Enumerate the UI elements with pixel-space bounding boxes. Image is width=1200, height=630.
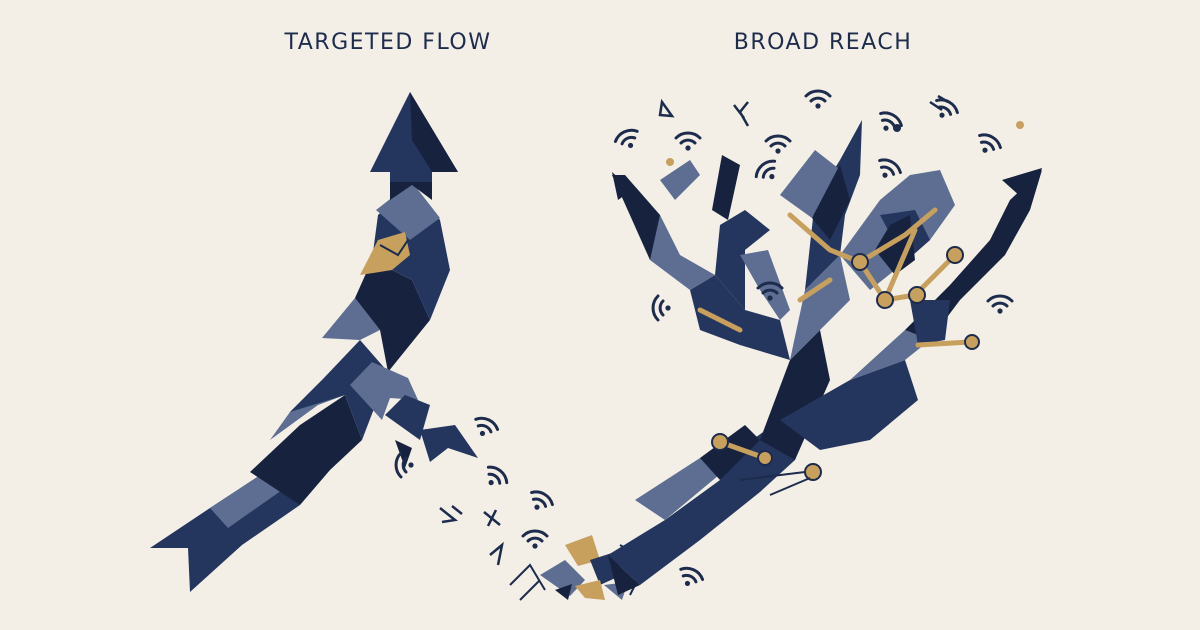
shard-icon xyxy=(489,541,504,566)
targeted-flow-title: TARGETED FLOW xyxy=(284,30,492,55)
arrow-segment xyxy=(376,182,440,240)
node-dot-icon xyxy=(1016,121,1024,129)
wifi-signal-icon xyxy=(478,461,512,494)
wifi-signal-icon xyxy=(764,134,792,156)
wifi-signal-icon xyxy=(871,154,905,185)
shard-icon xyxy=(439,505,463,524)
node-dot-icon xyxy=(666,158,674,166)
branch-segment xyxy=(910,300,950,345)
shard-icon xyxy=(658,98,675,118)
node-dot-icon xyxy=(908,286,926,304)
branch-segment xyxy=(850,330,930,380)
fragment xyxy=(350,362,418,420)
branch-segment xyxy=(690,275,790,360)
arrow-head xyxy=(1002,168,1042,205)
branch-segment xyxy=(812,165,850,240)
wifi-signal-icon xyxy=(674,131,702,153)
trunk-segment xyxy=(760,330,830,460)
node-dot-icon xyxy=(757,450,773,466)
trunk-segment xyxy=(608,420,795,585)
branch-segment xyxy=(612,175,660,260)
trunk-segment xyxy=(790,255,850,360)
wifi-signal-icon xyxy=(804,89,832,111)
node-dot-icon xyxy=(876,291,894,309)
node-dot-icon xyxy=(804,463,822,481)
arrow-segment xyxy=(355,260,430,372)
arrow-segment xyxy=(250,395,362,505)
wifi-signal-icon xyxy=(751,155,785,188)
trunk-segment xyxy=(700,425,760,480)
branch-segment xyxy=(780,360,918,450)
node-dot-icon xyxy=(851,253,869,271)
node-dot-icon xyxy=(964,334,980,350)
branch-segment xyxy=(780,150,838,218)
broad-reach-title: BROAD REACH xyxy=(733,30,913,55)
arrow-segment xyxy=(210,470,285,528)
fragment xyxy=(385,395,430,440)
wifi-signal-icon xyxy=(523,486,557,517)
shard-icon xyxy=(733,101,750,127)
branch-segment xyxy=(715,210,770,310)
arrow-segment xyxy=(390,178,432,200)
wifi-signal-icon xyxy=(986,294,1014,316)
node-dot-icon xyxy=(946,246,964,264)
fragment xyxy=(420,425,478,462)
branch-segment xyxy=(660,160,700,200)
branch-segment xyxy=(712,155,740,220)
wifi-signal-icon xyxy=(971,129,1005,160)
broad-reach-tree xyxy=(608,120,1042,595)
trunk-segment xyxy=(608,555,640,595)
wifi-signal-icon xyxy=(872,107,906,138)
targeted-flow-arrow xyxy=(150,92,478,592)
wifi-signal-icon xyxy=(651,294,673,322)
wifi-signal-icon xyxy=(521,529,549,551)
trunk-segment xyxy=(635,458,725,520)
node-dot-icon xyxy=(711,433,729,451)
shard-icon xyxy=(483,509,501,527)
arrow-segment xyxy=(322,298,380,340)
branch-segment xyxy=(905,170,1042,340)
fragment xyxy=(395,440,412,468)
arrow-segment xyxy=(290,340,388,440)
arrow-head xyxy=(612,172,632,200)
wifi-signal-icon xyxy=(611,125,645,155)
branch-segment xyxy=(875,215,915,275)
gold-shard xyxy=(360,232,410,275)
shard-icon xyxy=(929,94,949,112)
wifi-signal-icon xyxy=(468,413,502,443)
